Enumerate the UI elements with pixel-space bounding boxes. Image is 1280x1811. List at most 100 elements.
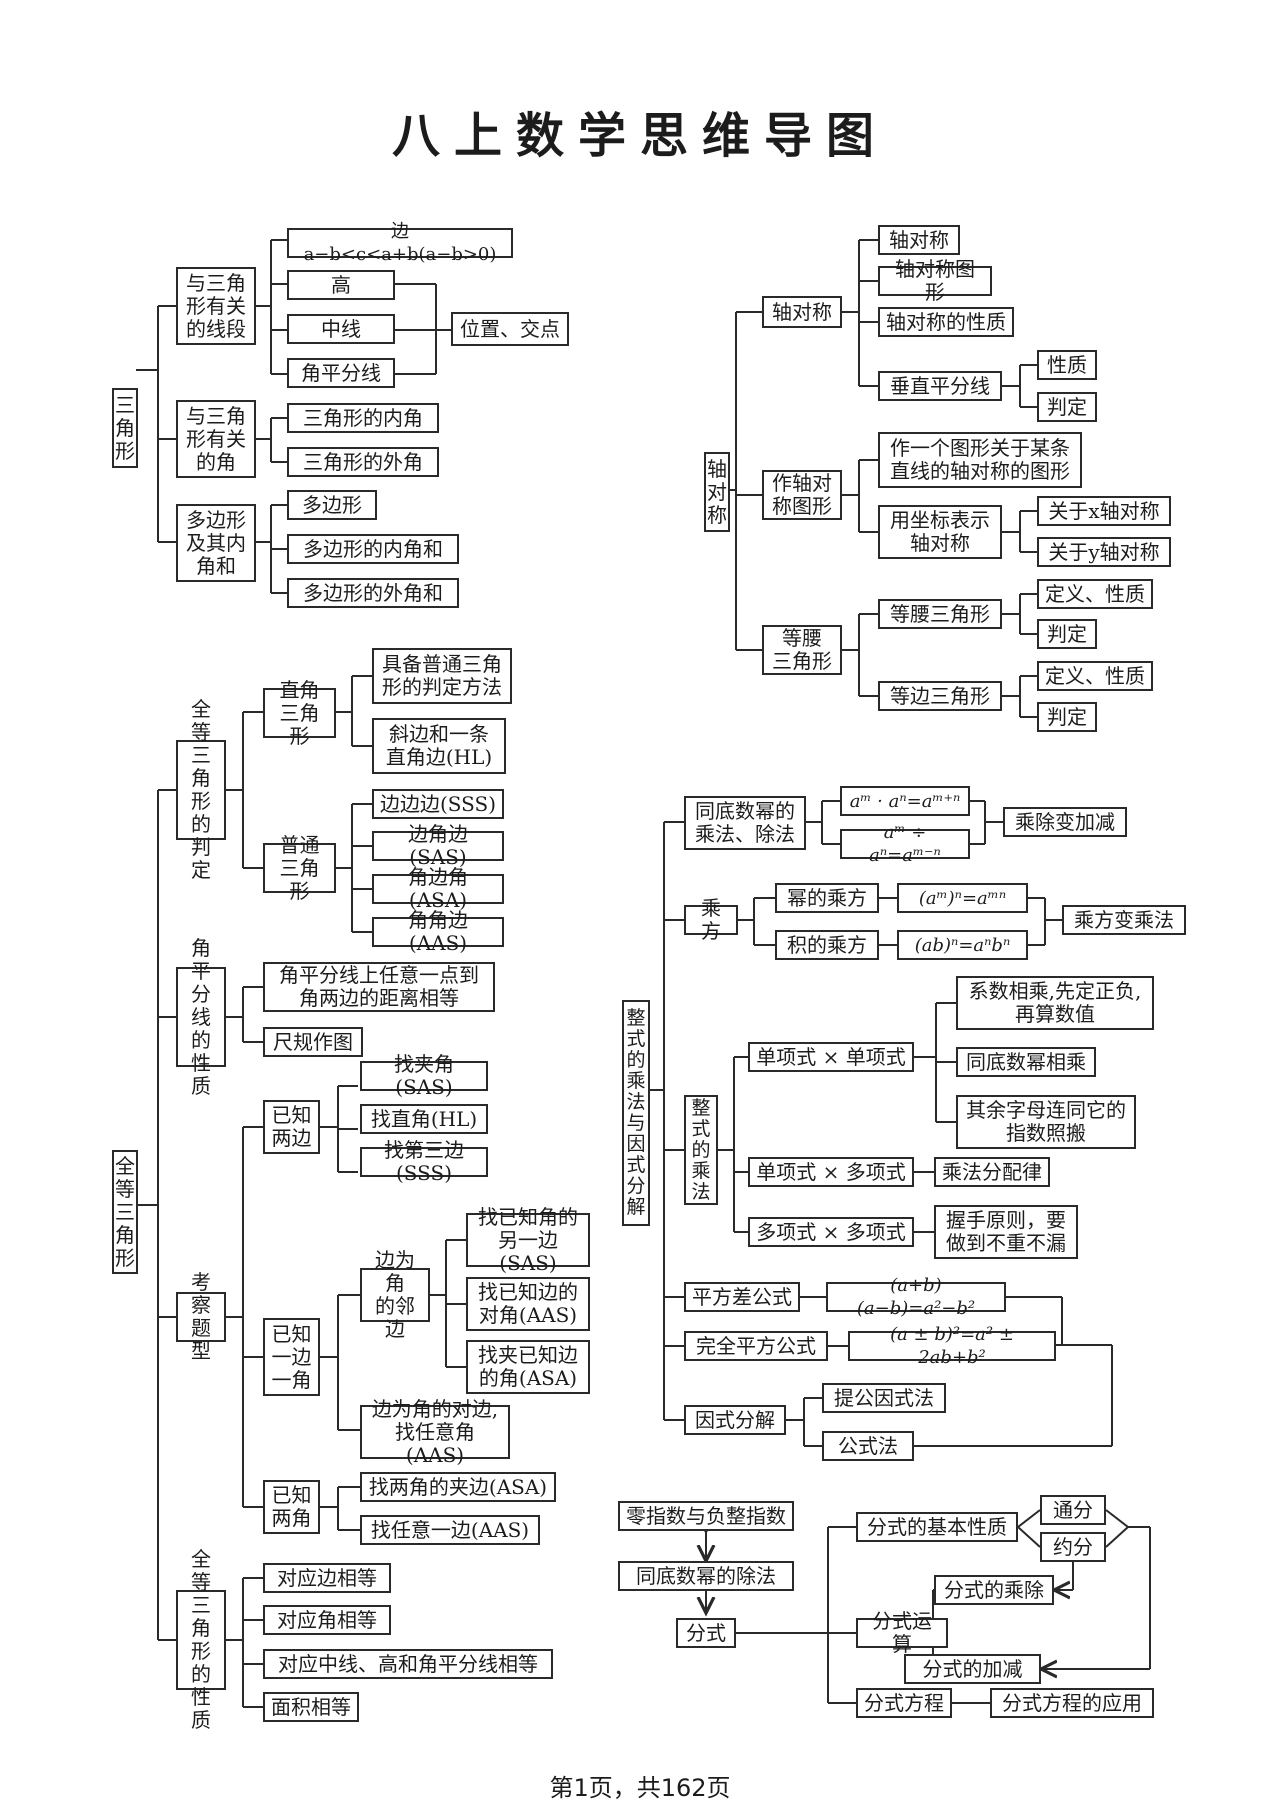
node-find-included-angle-2: 找夹已知边 的角(ASA): [466, 1340, 590, 1394]
node-mono-times-mono: 单项式 × 单项式: [748, 1042, 914, 1072]
node-polygon-exterior-sum: 多边形的外角和: [287, 578, 459, 608]
node-equal-area: 面积相等: [263, 1692, 359, 1722]
node-distributive-law: 乘法分配律: [934, 1157, 1050, 1187]
node-same-base-division: 同底数幂的除法: [618, 1561, 794, 1591]
node-axial-sym-property: 轴对称的性质: [878, 307, 1014, 337]
node-equilateral-judgement: 判定: [1037, 702, 1097, 732]
node-triangle-angles: 与三角 形有关 的角: [176, 400, 256, 478]
node-draw-symmetric-figure: 作轴对 称图形: [762, 470, 842, 520]
node-common-factor: 提公因式法: [822, 1383, 946, 1413]
node-side-adjacent: 边为角 的邻边: [360, 1249, 430, 1341]
node-hl: 斜边和一条 直角边(HL): [372, 718, 506, 774]
node-fractional-equation: 分式方程: [856, 1688, 952, 1718]
node-median: 中线: [287, 314, 395, 344]
node-find-included-angle: 找夹角(SAS): [360, 1053, 488, 1099]
node-power-quotient-formula: aᵐ ÷ aⁿ=aᵐ⁻ⁿ: [840, 822, 970, 866]
node-altitude: 高: [287, 270, 395, 300]
node-same-base-multiply: 同底数幂相乘: [956, 1047, 1096, 1077]
node-power-of-power-formula: (aᵐ)ⁿ=aᵐⁿ: [897, 883, 1028, 913]
node-congruence-properties: 全等 三角 形的 性质: [176, 1548, 226, 1732]
node-zero-negative-exponent: 零指数与负整指数: [618, 1501, 794, 1531]
node-mul-div-to-add-sub: 乘除变加减: [1003, 807, 1127, 837]
node-integral-root: 整 式 的 乘 法 与 因 式 分 解: [622, 1000, 650, 1226]
node-fractional-equation-application: 分式方程的应用: [990, 1688, 1154, 1718]
node-exterior-angle: 三角形的外角: [287, 447, 439, 477]
node-right-general-methods: 具备普通三角 形的判定方法: [372, 648, 512, 704]
page-footer: 第1页，共162页: [549, 1774, 731, 1802]
node-side-opposite: 边为角的对边, 找任意角(AAS): [360, 1397, 510, 1466]
node-perfect-square-formula: (a ± b)²=a² ± 2ab+b²: [848, 1324, 1056, 1368]
node-integral-multiplication: 整 式 的 乘 法: [684, 1095, 718, 1205]
node-symmetric-x-axis: 关于x轴对称: [1037, 496, 1171, 526]
node-perpendicular-bisector: 垂直平分线: [878, 371, 1002, 401]
node-isosceles-group: 等腰 三角形: [762, 625, 842, 675]
node-power-to-multiply: 乘方变乘法: [1062, 905, 1186, 935]
node-interior-angle: 三角形的内角: [287, 403, 439, 433]
node-power-of-power: 幂的乘方: [775, 883, 879, 913]
node-power-of-product-formula: (ab)ⁿ=aⁿbⁿ: [897, 930, 1028, 960]
node-polygon-group: 多边形 及其内 角和: [176, 504, 256, 582]
node-problem-types: 考察 题型: [176, 1271, 226, 1363]
node-draw-symmetric-desc: 作一个图形关于某条 直线的轴对称的图形: [878, 432, 1082, 488]
node-formula-method: 公式法: [822, 1431, 914, 1461]
node-isosceles-definition: 定义、性质: [1037, 579, 1153, 609]
node-isosceles-judgement: 判定: [1037, 619, 1097, 649]
node-find-right-angle: 找直角(HL): [360, 1104, 488, 1134]
node-fraction-basic-property: 分式的基本性质: [856, 1512, 1018, 1542]
node-bisector-property: 角平 分线 的性 质: [176, 936, 226, 1097]
node-equilateral-triangle: 等边三角形: [878, 681, 1002, 711]
node-equilateral-definition: 定义、性质: [1037, 661, 1153, 691]
node-exponentiation: 乘方: [684, 897, 738, 943]
node-find-included-side: 找两角的夹边(ASA): [360, 1472, 556, 1502]
node-perfect-square: 完全平方公式: [684, 1331, 828, 1361]
node-right-triangle: 直角 三角形: [263, 678, 336, 747]
node-axial-sym-leaf: 轴对称: [878, 225, 960, 255]
node-find-third-side: 找第三边(SSS): [360, 1139, 488, 1185]
node-perp-property: 性质: [1037, 350, 1097, 380]
node-two-sides-known: 已知 两边: [263, 1100, 320, 1154]
node-bisector-distance: 角平分线上任意一点到 角两边的距离相等: [263, 962, 495, 1012]
node-find-opposite-angle: 找已知边的 对角(AAS): [466, 1277, 590, 1331]
node-sas: 边角边(SAS): [372, 823, 504, 869]
node-position-intersection: 位置、交点: [451, 312, 569, 346]
node-coefficients-multiply: 系数相乘,先定正负, 再算数值: [956, 976, 1154, 1030]
node-other-letters-copy: 其余字母连同它的 指数照搬: [956, 1095, 1136, 1149]
node-factorization: 因式分解: [684, 1405, 786, 1435]
node-triangle-segments: 与三角 形有关 的线段: [176, 267, 256, 345]
node-mono-times-poly: 单项式 × 多项式: [748, 1157, 914, 1187]
node-ruler-compass: 尺规作图: [263, 1027, 363, 1057]
node-fraction-add-sub: 分式的加减: [904, 1654, 1041, 1684]
node-angle-bisector: 角平分线: [287, 358, 395, 388]
node-two-angles-known: 已知 两角: [263, 1480, 320, 1534]
node-isosceles-triangle: 等腰三角形: [878, 599, 1002, 629]
node-corresponding-sides: 对应边相等: [263, 1563, 391, 1593]
node-triangle-root: 三 角 形: [112, 388, 138, 468]
node-perp-judgement: 判定: [1037, 392, 1097, 422]
page-title: 八上数学思维导图: [391, 108, 888, 164]
node-difference-of-squares-formula: (a+b)(a−b)=a²−b²: [826, 1275, 1006, 1319]
node-fraction-operations: 分式运算: [856, 1610, 948, 1656]
node-congruence-criteria: 全等 三角 形的 判定: [176, 698, 226, 882]
node-poly-times-poly: 多项式 × 多项式: [748, 1217, 914, 1247]
node-side-inequality: 边 a−b<c<a+b(a−b>0): [287, 221, 513, 265]
node-find-other-side: 找已知角的 另一边(SAS): [466, 1205, 590, 1274]
node-reduce-fraction: 约分: [1040, 1532, 1106, 1562]
node-sss: 边边边(SSS): [372, 789, 504, 819]
node-normal-triangle: 普通 三角形: [263, 833, 336, 902]
node-corresponding-lines: 对应中线、高和角平分线相等: [263, 1649, 553, 1679]
node-axial-symmetry: 轴对称: [762, 296, 842, 328]
node-symmetric-y-axis: 关于y轴对称: [1037, 537, 1171, 567]
node-corresponding-angles: 对应角相等: [263, 1605, 391, 1635]
node-aas: 角角边(AAS): [372, 909, 504, 955]
node-common-denominator: 通分: [1040, 1495, 1106, 1525]
node-find-any-side: 找任意一边(AAS): [360, 1515, 540, 1545]
node-axial-sym-figure: 轴对称图形: [878, 258, 992, 304]
node-power-of-product: 积的乘方: [775, 930, 879, 960]
node-same-base-power: 同底数幂的 乘法、除法: [684, 796, 806, 850]
node-power-product-formula: aᵐ · aⁿ=aᵐ⁺ⁿ: [840, 786, 970, 816]
node-axial-root: 轴 对 称: [704, 452, 730, 532]
node-coordinate-symmetry: 用坐标表示 轴对称: [878, 505, 1002, 559]
node-fraction-mul-div: 分式的乘除: [934, 1575, 1054, 1605]
node-polygon-interior-sum: 多边形的内角和: [287, 534, 459, 564]
